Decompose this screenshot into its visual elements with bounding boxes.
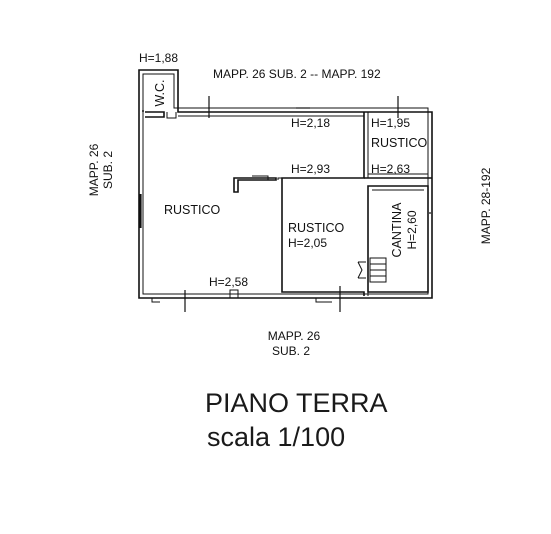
interior-walls xyxy=(139,96,432,312)
rustico-center-name: RUSTICO xyxy=(288,221,345,235)
adjacent-top-label: MAPP. 26 SUB. 2 -- MAPP. 192 xyxy=(213,67,381,81)
wc-height-label: H=1,88 xyxy=(139,51,178,65)
rustico-center-height: H=2,05 xyxy=(288,236,327,250)
outer-walls xyxy=(138,69,433,299)
adjacent-left-label-2: SUB. 2 xyxy=(101,151,115,189)
center-top-height-label: H=2,93 xyxy=(291,162,330,176)
adjacent-right-label: MAPP. 28-192 xyxy=(479,167,493,244)
rustico-main-height: H=2,58 xyxy=(209,275,248,289)
rustico-right-height-2: H=2,63 xyxy=(371,162,410,176)
corridor-height-label: H=2,18 xyxy=(291,116,330,130)
rustico-right-height: H=1,95 xyxy=(371,116,410,130)
rustico-main-name: RUSTICO xyxy=(164,203,221,217)
cantina-name: CANTINA xyxy=(390,202,404,258)
adjacent-bottom-label-1: MAPP. 26 xyxy=(268,329,321,343)
adjacent-bottom-label-2: SUB. 2 xyxy=(272,344,310,358)
rustico-right-name: RUSTICO xyxy=(371,136,428,150)
plan-title: PIANO TERRA xyxy=(205,388,388,418)
cantina-height: H=2,60 xyxy=(405,210,419,249)
plan-scale: scala 1/100 xyxy=(207,422,345,452)
wc-name-label: W.C. xyxy=(153,79,167,106)
wc-room xyxy=(145,111,177,119)
adjacent-left-label-1: MAPP. 26 xyxy=(87,143,101,196)
